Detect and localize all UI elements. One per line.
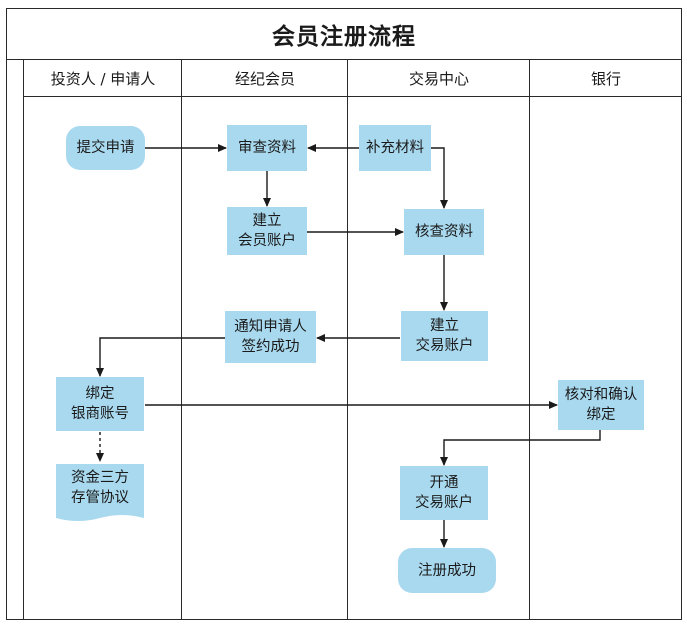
node-supplement-materials: 补充材料	[359, 125, 431, 171]
lane-divider	[23, 60, 24, 620]
lane-header-broker: 经纪会员	[182, 60, 348, 97]
node-verify-binding: 核对和确认 绑定	[558, 380, 644, 430]
node-notify-applicant: 通知申请人 签约成功	[225, 311, 316, 363]
node-review-materials: 审查资料	[227, 125, 307, 171]
node-submit-application: 提交申请	[66, 126, 145, 170]
lane-divider	[347, 60, 348, 620]
diagram-title: 会员注册流程	[6, 8, 682, 60]
lane-divider	[181, 60, 182, 620]
lane-divider	[529, 60, 530, 620]
node-registration-success: 注册成功	[398, 548, 496, 593]
node-bind-bank-account: 绑定 银商账号	[56, 377, 144, 431]
lane-header-exchange: 交易中心	[348, 60, 530, 97]
node-create-trading-account: 建立 交易账户	[401, 311, 488, 361]
lane-header-investor: 投资人 / 申请人	[24, 60, 182, 97]
lane-header-bank: 银行	[530, 60, 682, 97]
node-create-member-account: 建立 会员账户	[227, 207, 307, 255]
diagram-frame	[6, 8, 682, 620]
node-tripartite-agreement: 资金三方 存管协议	[71, 470, 129, 506]
node-verify-materials: 核查资料	[404, 209, 484, 255]
node-open-trading-account: 开通 交易账户	[400, 466, 488, 520]
